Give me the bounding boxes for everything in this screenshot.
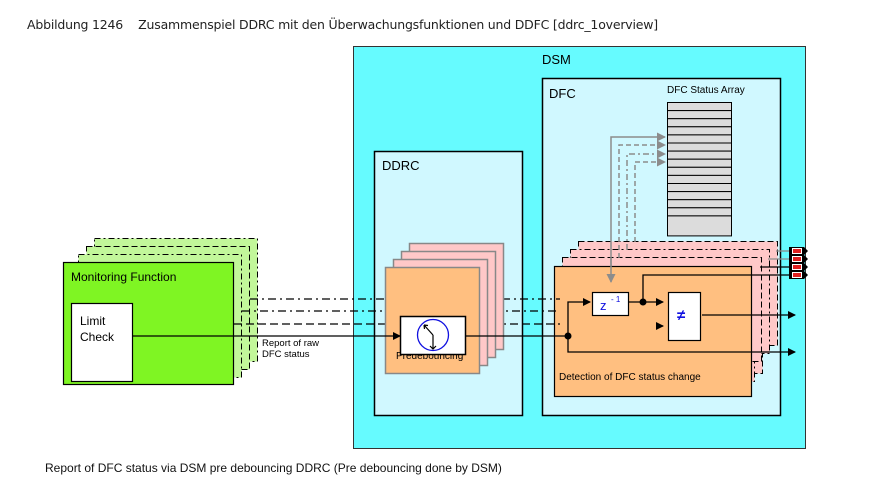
status-array-row (667, 191, 732, 201)
delay-z: z (600, 298, 607, 313)
dfc-status-array (667, 102, 732, 237)
status-array-row (667, 110, 732, 120)
monitoring-function-label: Monitoring Function (71, 270, 176, 284)
status-array-row (667, 174, 732, 184)
status-array-row (667, 207, 732, 217)
status-array-write-arrows (610, 132, 666, 271)
dfc-status-array-label: DFC Status Array (667, 85, 745, 96)
ddrc-label: DDRC (382, 158, 420, 173)
status-array-row (667, 134, 732, 144)
detection-block: Detection of DFC status change (553, 265, 753, 398)
status-array-row (667, 118, 732, 128)
status-array-footer (667, 215, 732, 237)
event-output-icons (789, 247, 808, 279)
status-array-row (667, 150, 732, 160)
junction-dot (564, 332, 572, 340)
clock-icon (416, 318, 450, 352)
figure-caption: Report of DFC status via DSM pre debounc… (45, 461, 502, 475)
figure-number: Abbildung 1246 (27, 17, 124, 32)
detection-label: Detection of DFC status change (559, 372, 701, 383)
dsm-label: DSM (542, 52, 571, 67)
event-icon (789, 263, 808, 271)
event-icon (789, 247, 808, 255)
figure-title-text: Zusammenspiel DDRC mit den Überwachungsf… (138, 17, 658, 32)
dfc-label: DFC (549, 86, 576, 101)
delay-exponent: - 1 (611, 295, 621, 304)
not-equal-symbol: ≠ (677, 307, 686, 324)
limit-check-line1: Limit (80, 314, 106, 328)
report-label-line1: Report of raw (262, 338, 319, 349)
compare-block: ≠ (667, 291, 702, 342)
event-icon (789, 271, 808, 279)
status-array-row (667, 102, 732, 112)
status-array-row (667, 126, 732, 136)
figure-title: Abbildung 1246 Zusammenspiel DDRC mit de… (27, 17, 658, 32)
limit-check-block (70, 302, 134, 383)
predebouncing-label: Predebouncing (396, 351, 463, 362)
event-icon (789, 255, 808, 263)
monitoring-function-stack: Monitoring Function Limit Check (62, 238, 258, 386)
status-array-row (667, 158, 732, 168)
junction-dot (639, 298, 647, 306)
status-array-row (667, 199, 732, 209)
report-label-line2: DFC status (262, 349, 310, 360)
status-array-row (667, 166, 732, 176)
debounce-timer-block (399, 315, 467, 356)
event-output-lines (760, 250, 790, 268)
status-array-row (667, 183, 732, 193)
limit-check-line2: Check (80, 330, 115, 344)
status-array-row (667, 142, 732, 152)
delay-block: z - 1 (591, 291, 630, 317)
